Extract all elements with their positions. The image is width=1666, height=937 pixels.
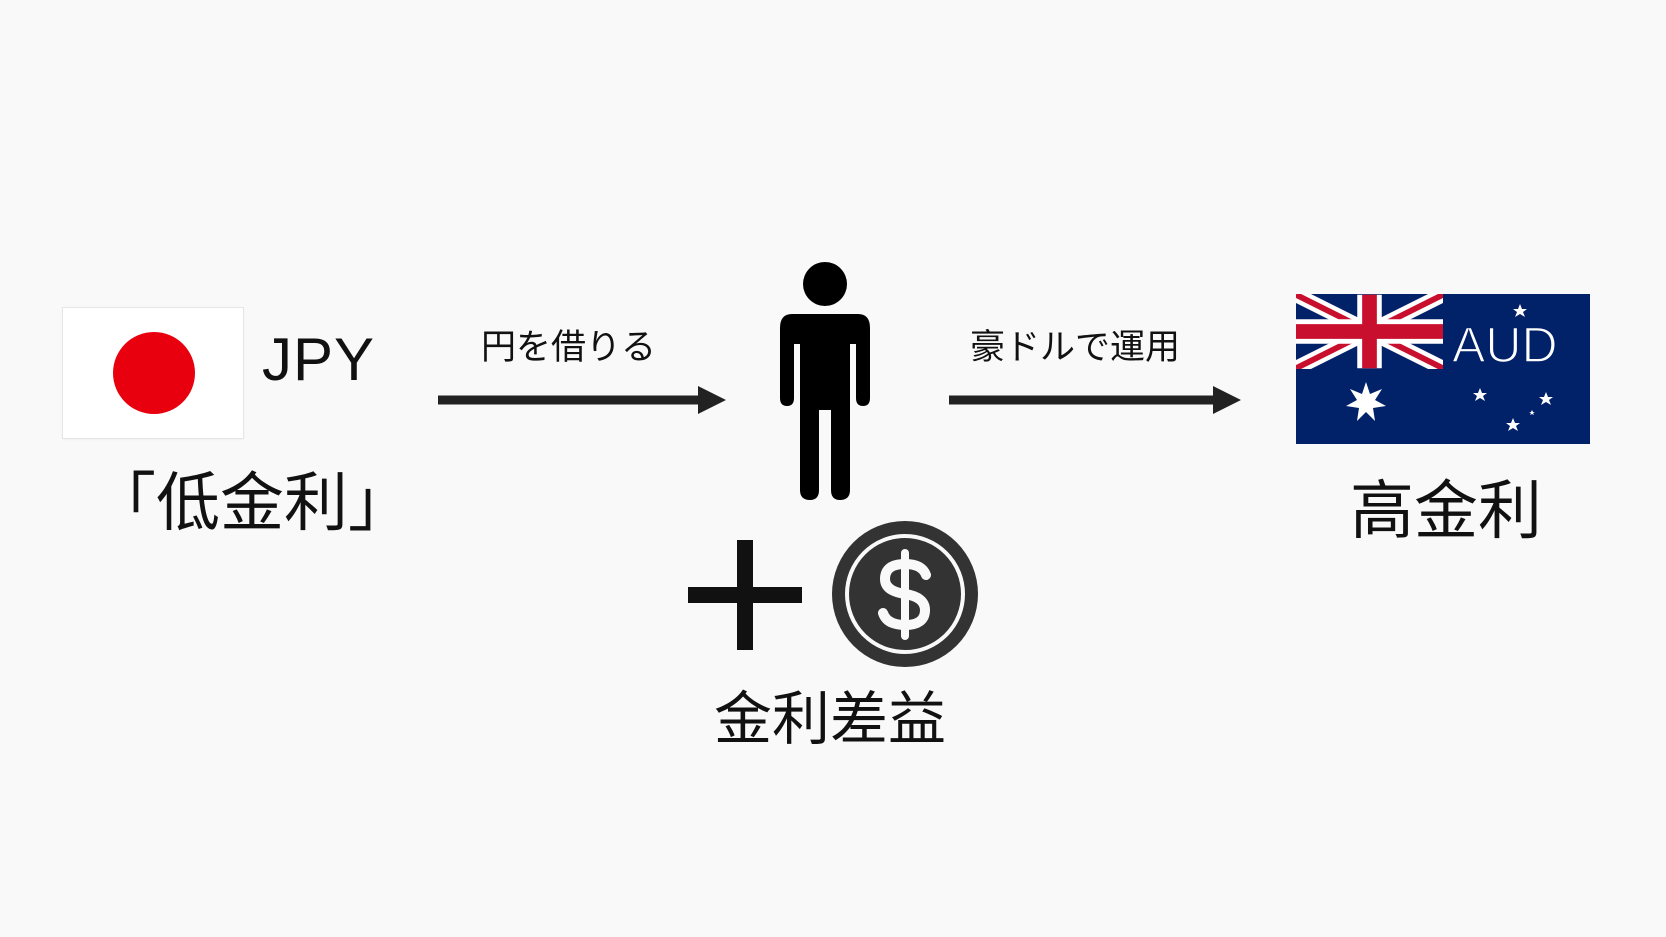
arrow-right-icon: [438, 386, 726, 414]
plus-icon: [688, 540, 802, 650]
interest-spread-label: 金利差益: [714, 685, 947, 753]
dollar-coin-icon: [832, 521, 978, 667]
borrow-yen-label: 円を借りる: [481, 328, 657, 368]
aud-currency-label: AUD: [1451, 317, 1558, 373]
japan-flag-sun: [113, 332, 195, 414]
low-interest-label: 「低金利」: [92, 467, 412, 541]
southern-cross-stars-icon: [1346, 304, 1553, 431]
japan-flag-icon: [63, 308, 243, 438]
jpy-currency-label: JPY: [262, 326, 376, 393]
arrow-right-icon: [949, 386, 1241, 414]
person-icon: [780, 262, 870, 500]
union-jack-icon: [1296, 294, 1443, 369]
high-interest-label: 高金利: [1350, 475, 1542, 549]
invest-aud-label: 豪ドルで運用: [970, 328, 1181, 368]
australia-flag-icon: AUD: [1296, 294, 1590, 444]
